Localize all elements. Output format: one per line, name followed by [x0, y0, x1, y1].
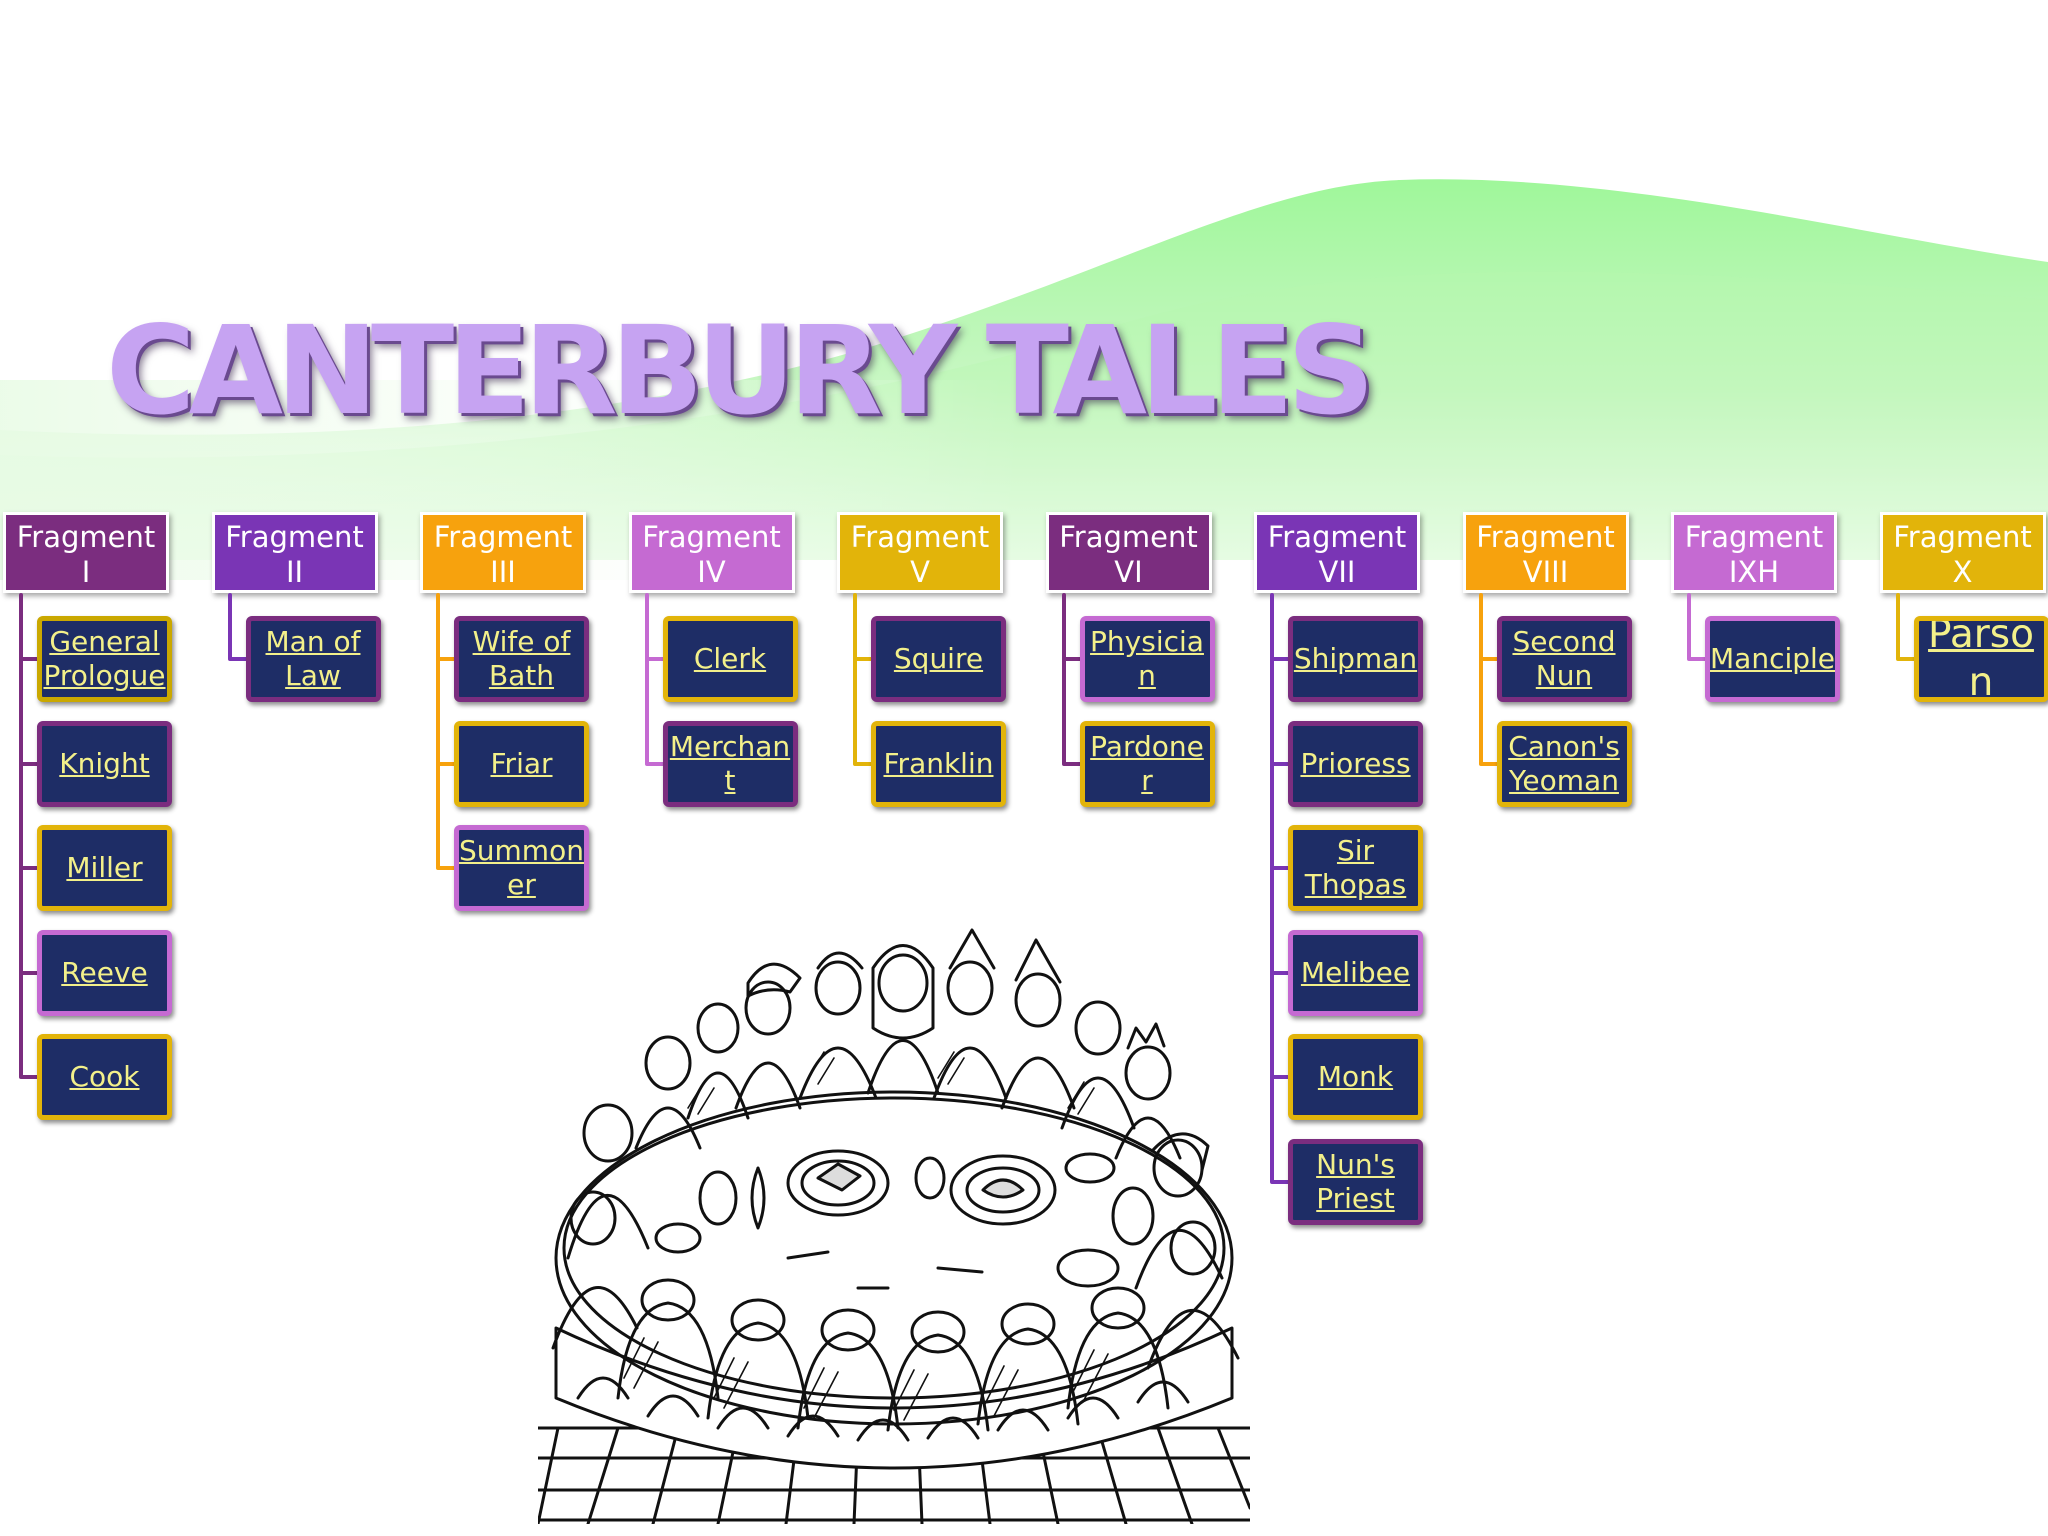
tale-link[interactable]: Monk: [1288, 1034, 1423, 1120]
connector-branch: [855, 657, 873, 661]
connector-branch: [1480, 761, 1499, 766]
connector-branch: [646, 657, 665, 661]
pilgrims-at-round-table-woodcut: [538, 928, 1250, 1524]
tale-link[interactable]: Miller: [37, 825, 172, 911]
connector-branch: [21, 1075, 39, 1079]
connector-branch: [1897, 657, 1916, 661]
connector-branch: [1272, 1075, 1290, 1079]
tale-link[interactable]: Wife of Bath: [454, 616, 589, 702]
tale-link[interactable]: Franklin: [871, 720, 1006, 807]
tale-link[interactable]: Cook: [37, 1034, 172, 1120]
connector-branch: [1480, 657, 1499, 661]
connector-branch: [229, 657, 248, 661]
connector-line: [1270, 593, 1274, 1184]
fragment-header: Fragment I: [3, 512, 169, 593]
connector-branch: [21, 761, 39, 766]
connector-line: [19, 593, 23, 1079]
tale-link[interactable]: Sir Thopas: [1288, 825, 1423, 911]
fragment-header: Fragment II: [211, 512, 378, 593]
fragment-header: Fragment VI: [1045, 512, 1212, 593]
connector-branch: [1272, 761, 1290, 766]
connector-branch: [438, 657, 456, 661]
connector-line: [853, 593, 857, 766]
tale-link[interactable]: Melibee: [1288, 929, 1423, 1016]
fragment-header: Fragment VIII: [1462, 512, 1629, 593]
tale-link[interactable]: General Prologue: [37, 616, 172, 702]
tale-link[interactable]: Summon er: [454, 825, 589, 911]
tale-link[interactable]: Second Nun: [1496, 616, 1632, 702]
connector-branch: [855, 761, 873, 766]
tale-link[interactable]: Knight: [37, 720, 172, 807]
tale-link[interactable]: Pardone r: [1079, 720, 1215, 807]
fragment-header: Fragment VII: [1254, 512, 1420, 593]
connector-branch: [1063, 657, 1082, 661]
connector-branch: [1272, 657, 1290, 661]
tale-link[interactable]: Friar: [454, 720, 589, 807]
tale-link[interactable]: Squire: [871, 616, 1006, 702]
fragment-header: Fragment IXH: [1671, 512, 1837, 593]
tale-link[interactable]: Nun's Priest: [1288, 1138, 1423, 1225]
fragment-header: Fragment III: [420, 512, 586, 593]
connector-line: [1478, 593, 1483, 766]
fragment-header: Fragment V: [837, 512, 1003, 593]
fragment-header: Fragment IV: [628, 512, 795, 593]
connector-line: [227, 593, 232, 661]
tale-link[interactable]: Reeve: [37, 929, 172, 1016]
tale-link[interactable]: Shipman: [1288, 616, 1423, 702]
connector-branch: [1272, 1179, 1290, 1184]
tale-link[interactable]: Merchan t: [662, 720, 798, 807]
connector-branch: [21, 657, 39, 661]
tale-link[interactable]: Man of Law: [245, 616, 381, 702]
connector-branch: [21, 866, 39, 870]
connector-line: [1061, 593, 1066, 766]
connector-branch: [1689, 657, 1707, 661]
tale-link[interactable]: Clerk: [662, 616, 798, 702]
connector-branch: [438, 866, 456, 870]
connector-line: [1687, 593, 1691, 661]
tale-link[interactable]: Canon's Yeoman: [1496, 720, 1632, 807]
connector-branch: [1063, 761, 1082, 766]
connector-branch: [21, 970, 39, 975]
connector-branch: [646, 761, 665, 766]
slide-title: CANTERBURY TALES: [106, 300, 1375, 442]
connector-line: [644, 593, 649, 766]
connector-branch: [438, 761, 456, 766]
connector-branch: [1272, 970, 1290, 975]
fragment-header: Fragment X: [1879, 512, 2046, 593]
connector-branch: [1272, 866, 1290, 870]
tale-link[interactable]: Parso n: [1913, 616, 2048, 702]
connector-line: [436, 593, 440, 870]
tale-link[interactable]: Manciple: [1705, 616, 1840, 702]
connector-line: [1895, 593, 1900, 661]
tale-link[interactable]: Physicia n: [1079, 616, 1215, 702]
tale-link[interactable]: Prioress: [1288, 720, 1423, 807]
